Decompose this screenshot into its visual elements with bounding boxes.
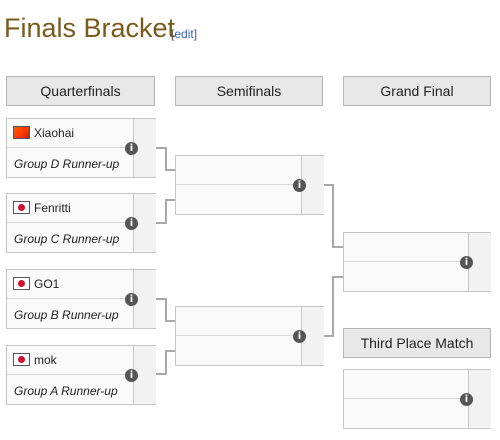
edit-link[interactable]: edit xyxy=(174,27,194,41)
jp-flag-icon xyxy=(13,201,30,214)
round-header-grand-final: Grand Final xyxy=(343,76,491,106)
jp-flag-icon xyxy=(13,277,30,290)
jp-flag-icon xyxy=(13,353,30,366)
match-info-icon[interactable]: i xyxy=(460,393,473,406)
opponent-placeholder: Group A Runner-up xyxy=(14,384,118,398)
opponent-placeholder: Group D Runner-up xyxy=(14,157,120,171)
opponent-placeholder: Group C Runner-up xyxy=(14,232,120,246)
match-info-icon[interactable]: i xyxy=(125,369,138,382)
match-slot-bottom: Group C Runner-up xyxy=(7,224,133,253)
match-info-icon[interactable]: i xyxy=(460,256,473,269)
match-slot-top: mok xyxy=(7,346,133,375)
quarterfinal-match-2[interactable]: Fenritti Group C Runner-up i xyxy=(6,193,156,253)
match-slot-bottom: Group A Runner-up xyxy=(7,376,133,405)
round-header-quarterfinals: Quarterfinals xyxy=(6,76,155,106)
semifinal-match-2[interactable]: i xyxy=(175,306,324,366)
match-slot-bottom: Group D Runner-up xyxy=(7,149,133,178)
player-name[interactable]: mok xyxy=(34,353,57,367)
edit-link-wrapper: [edit] xyxy=(171,27,198,41)
quarterfinal-match-1[interactable]: Xiaohai Group D Runner-up i xyxy=(6,118,156,178)
player-name[interactable]: GO1 xyxy=(34,277,60,291)
page-title: Finals Bracket xyxy=(4,13,176,43)
semifinal-match-1[interactable]: i xyxy=(175,155,324,215)
opponent-placeholder: Group B Runner-up xyxy=(14,308,119,322)
match-slot-top: Xiaohai xyxy=(7,119,133,148)
match-slot-top xyxy=(176,307,301,336)
match-slot-bottom xyxy=(344,263,468,292)
match-slot-bottom xyxy=(176,337,301,366)
player-name[interactable]: Fenritti xyxy=(34,201,71,215)
match-slot-top xyxy=(344,233,468,262)
quarterfinal-match-4[interactable]: mok Group A Runner-up i xyxy=(6,345,156,405)
round-header-third-place: Third Place Match xyxy=(343,328,491,358)
match-slot-bottom xyxy=(176,186,301,215)
match-info-icon[interactable]: i xyxy=(125,293,138,306)
match-slot-top xyxy=(344,370,468,399)
match-info-icon[interactable]: i xyxy=(125,142,138,155)
match-info-icon[interactable]: i xyxy=(125,217,138,230)
grand-final-match[interactable]: i xyxy=(343,232,491,292)
quarterfinal-match-3[interactable]: GO1 Group B Runner-up i xyxy=(6,269,156,329)
cn-flag-icon xyxy=(13,126,30,139)
match-info-icon[interactable]: i xyxy=(293,330,306,343)
match-slot-top: Fenritti xyxy=(7,194,133,223)
match-slot-bottom xyxy=(344,400,468,429)
match-slot-bottom: Group B Runner-up xyxy=(7,300,133,329)
player-name[interactable]: Xiaohai xyxy=(34,126,75,140)
match-info-icon[interactable]: i xyxy=(293,179,306,192)
third-place-match[interactable]: i xyxy=(343,369,491,429)
match-slot-top xyxy=(176,156,301,185)
match-slot-top: GO1 xyxy=(7,270,133,299)
round-header-semifinals: Semifinals xyxy=(175,76,323,106)
